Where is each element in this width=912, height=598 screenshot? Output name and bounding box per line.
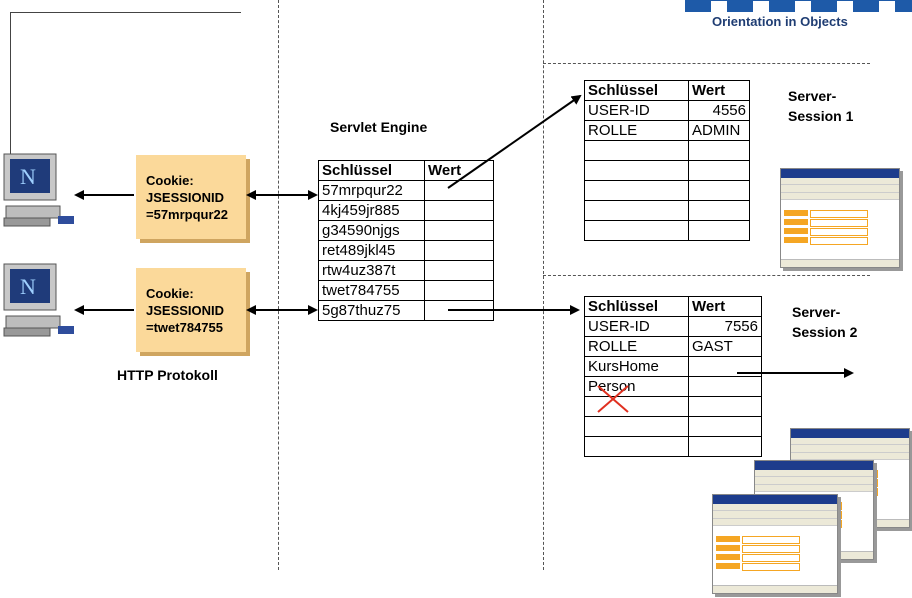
cookie-2-line3: =twet784755 [146,319,223,335]
divider-client-engine [278,0,279,570]
session-2-value: 7556 [688,316,762,337]
session-2-value: GAST [688,336,762,357]
engine-session-id: rtw4uz387t [318,260,425,281]
cookie-box-1: Cookie: JSESSIONID =57mrpqur22 [136,155,246,239]
browser-window-thumbnail [780,168,900,268]
session-2-header-value: Wert [688,296,762,317]
engine-session-id: 5g87thuz75 [318,300,425,321]
arrow-engine-session1 [447,94,582,189]
browser-window-thumbnail [712,494,838,594]
engine-session-id: ret489jkl45 [318,240,425,261]
servlet-engine-title: Servlet Engine [330,119,428,135]
svg-text:N: N [20,164,36,189]
client-computer-2-icon: N [3,263,74,337]
bracket-line-left [10,12,11,158]
session-1-key: ROLLE [584,120,689,141]
bracket-line-top [10,12,241,13]
servlet-engine-table: Schlüssel Wert 57mrpqur22 4kj459jr885 g3… [318,160,494,321]
cookie-2-line2: JSESSIONID [146,302,225,318]
engine-header-key: Schlüssel [318,160,425,181]
session-1-title: Server- Session 1 [788,86,853,126]
http-protocol-label: HTTP Protokoll [117,367,218,383]
session-2-title-line2: Session 2 [792,324,858,340]
session-1-title-line2: Session 1 [788,108,854,124]
session-1-header-key: Schlüssel [584,80,689,101]
cookie-1-line1: Cookie: [146,172,194,188]
session-2-title: Server- Session 2 [792,302,857,342]
cookie-box-2: Cookie: JSESSIONID =twet784755 [136,268,246,352]
engine-session-id: 4kj459jr885 [318,200,425,221]
session-2-title-line1: Server- [792,304,841,320]
logo-text: Orientation in Objects [712,14,848,29]
logo-banner [685,0,912,13]
cookie-1-line3: =57mrpqur22 [146,206,229,222]
cookie-2-line1: Cookie: [146,285,194,301]
client-computer-1-icon: N [3,153,74,227]
divider-session1-top [543,63,870,64]
engine-header-value: Wert [424,160,494,181]
svg-text:N: N [20,274,36,299]
session-1-title-line1: Server- [788,88,837,104]
divider-engine-sessions [543,0,544,570]
cross-mark-person [597,385,629,413]
divider-session2-top [543,275,870,276]
cookie-1-line2: JSESSIONID [146,189,225,205]
session-2-key: KursHome [584,356,689,377]
